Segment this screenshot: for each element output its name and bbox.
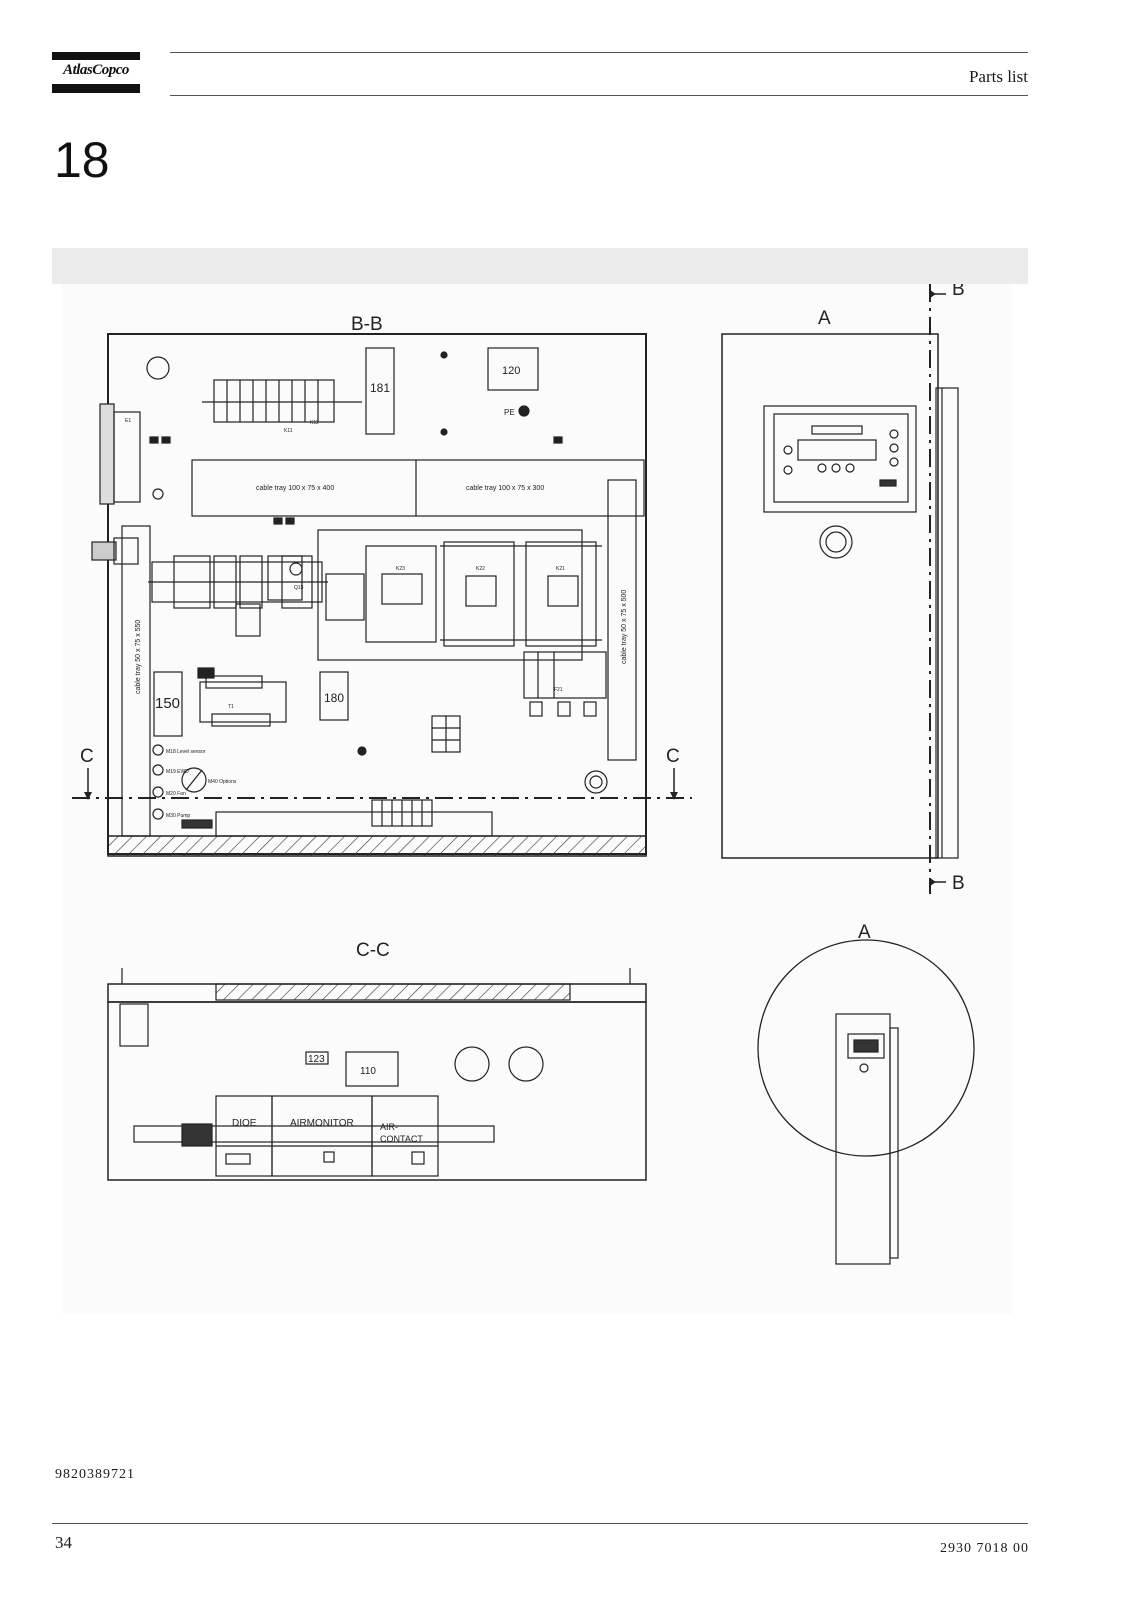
module-aircontact <box>371 1095 439 1177</box>
part-q15: Q15 <box>294 585 304 591</box>
part-k22: K22 <box>476 566 485 572</box>
controller-display <box>763 405 917 513</box>
part-k21: K21 <box>556 566 565 572</box>
part-code: 2930 7018 00 <box>940 1541 1029 1556</box>
section-marker-c-left: C <box>80 746 94 767</box>
section-marker-b-top: B <box>952 284 965 300</box>
fuse-f21 <box>523 651 607 699</box>
relay-strip-left: Q15 <box>148 555 328 637</box>
page-number: 34 <box>55 1533 72 1552</box>
part-120: 120 <box>502 365 520 377</box>
view-cc-label: C-C <box>356 940 390 961</box>
legend-m40: M40 Options <box>208 779 237 785</box>
legend-m18: M18 Level sensor <box>166 749 206 755</box>
mount-hole-1 <box>146 356 170 380</box>
terminal-strip-top: K11 K12 <box>202 379 362 434</box>
part-box-123 <box>305 1051 329 1065</box>
legend-m20: M20 Fan <box>166 791 186 797</box>
part-box-180 <box>319 671 349 721</box>
module-aircontact-label-2: CONTACT <box>380 1134 423 1144</box>
transformer-t1: T1 <box>199 675 287 727</box>
cable-tray-left-vertical <box>121 525 151 837</box>
cable-tray-top-left-label: cable tray 100 x 75 x 400 <box>256 485 334 492</box>
brand-logo: AtlasCopco <box>52 52 140 94</box>
detail-a: A <box>757 922 975 1265</box>
view-a: A <box>721 308 959 859</box>
part-pe: PE <box>504 408 515 417</box>
view-bb: B-B E1 K11 K12 181 120 <box>91 314 647 857</box>
cable-tray-right-vertical-label: cable tray 50 x 75 x 500 <box>621 590 628 664</box>
cable-tray-top <box>191 459 645 517</box>
part-box-150 <box>153 671 183 737</box>
view-cc: C-C 123 110 DIOE AIRMONITOR AIR- CONTACT <box>107 940 647 1181</box>
footer-rule <box>52 1523 1028 1524</box>
view-a-label: A <box>818 308 831 329</box>
part-110: 110 <box>360 1066 376 1077</box>
technical-drawing: B-B E1 K11 K12 181 120 <box>62 284 1012 1314</box>
part-box-120 <box>487 347 539 391</box>
section-line-c: C C <box>72 746 692 800</box>
section-title: Parts list <box>968 67 1028 86</box>
part-e1: E1 <box>125 418 131 424</box>
module-dioe-label: DIOE <box>232 1118 257 1129</box>
module-airmonitor <box>271 1095 373 1177</box>
brand-wordmark: AtlasCopco <box>63 62 129 78</box>
document-number: 9820389721 <box>55 1467 135 1482</box>
part-box-110 <box>345 1051 399 1087</box>
part-180: 180 <box>324 691 344 705</box>
legend-m30: M30 Pump <box>166 813 190 819</box>
detail-a-label: A <box>858 922 871 943</box>
module-airmonitor-label: AIRMONITOR <box>290 1118 354 1129</box>
module-aircontact-label-1: AIR- <box>380 1122 398 1132</box>
mount-hole-2 <box>152 488 164 500</box>
chapter-number: 18 <box>54 132 110 188</box>
part-f21: F21 <box>554 687 563 693</box>
part-181: 181 <box>370 381 390 395</box>
cable-tray-left-vertical-label: cable tray 50 x 75 x 550 <box>135 620 142 694</box>
cable-tray-right-vertical <box>607 479 637 761</box>
view-bb-label: B-B <box>351 314 383 335</box>
section-line-b: B B <box>929 284 965 894</box>
section-marker-c-right: C <box>666 746 680 767</box>
part-k11: K11 <box>284 428 293 434</box>
part-123: 123 <box>308 1054 325 1065</box>
title-band <box>52 248 1028 284</box>
part-150: 150 <box>155 695 180 712</box>
part-t1: T1 <box>228 704 234 710</box>
part-k12: K12 <box>310 420 319 426</box>
legend-m19: M19 EWD <box>166 769 189 775</box>
part-box-181 <box>365 347 395 435</box>
header-rule-bottom <box>170 95 1028 96</box>
contactor-panel: K23 K22 K21 <box>317 529 602 661</box>
cable-tray-top-right-label: cable tray 100 x 75 x 300 <box>466 485 544 492</box>
header-rule-top <box>170 52 1028 53</box>
part-k23: K23 <box>396 566 405 572</box>
section-marker-b-bottom: B <box>952 873 965 894</box>
